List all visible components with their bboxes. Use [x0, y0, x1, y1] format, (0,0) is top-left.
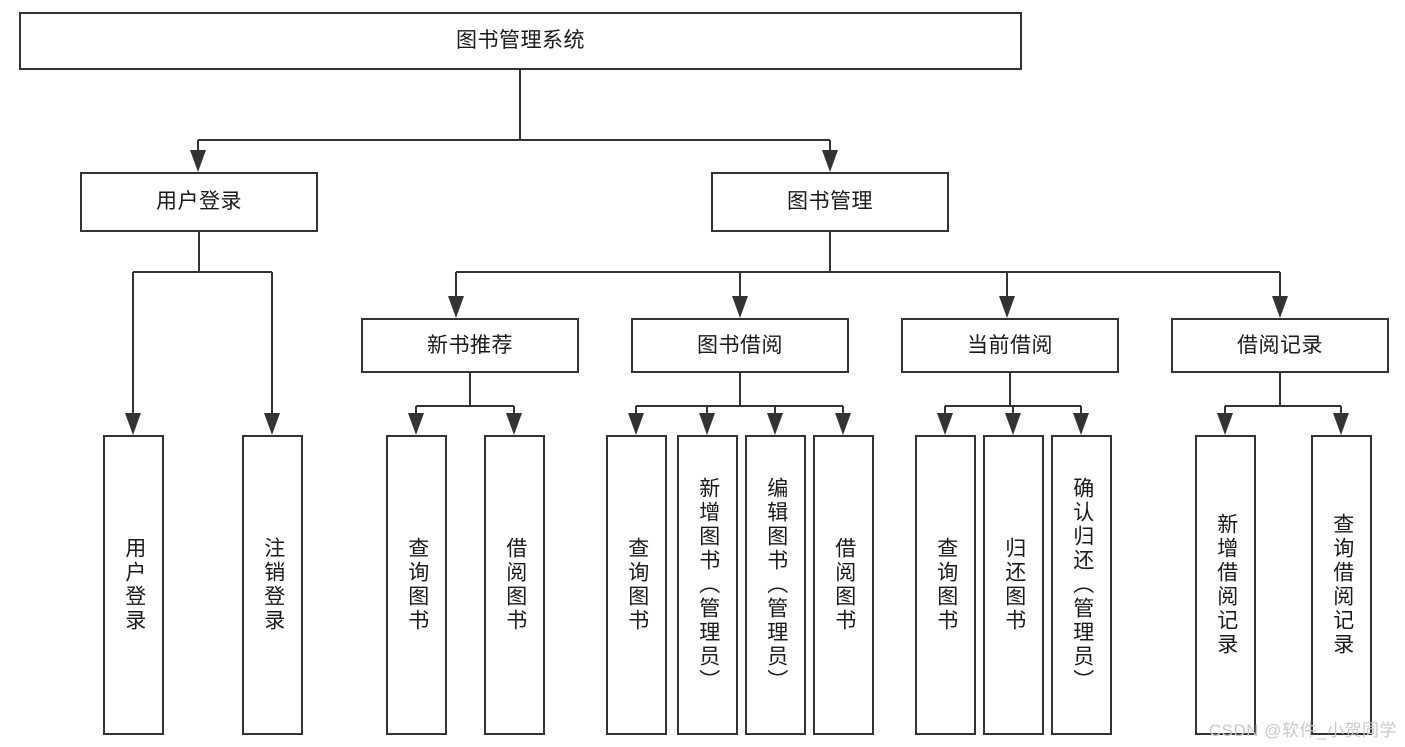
arrowhead-icon	[506, 413, 522, 435]
level3-node-borrow-record[interactable]: 借阅记录	[1171, 318, 1389, 373]
arrowhead-icon	[408, 413, 424, 435]
arrowhead-icon	[699, 413, 715, 435]
node-label: 新增借阅记录	[1214, 513, 1238, 657]
arrowhead-icon	[1333, 413, 1349, 435]
arrowhead-icon	[999, 296, 1015, 318]
arrowhead-icon	[448, 296, 464, 318]
arrowhead-icon	[190, 150, 206, 172]
node-label: 图书管理系统	[456, 29, 585, 53]
leaf-node-leaf-confirm-return[interactable]: 确认归还（管理员）	[1051, 435, 1112, 735]
node-label: 图书管理	[787, 190, 873, 214]
leaf-node-leaf-borrow-book-recommend[interactable]: 借阅图书	[484, 435, 545, 735]
arrowhead-icon	[835, 413, 851, 435]
arrowhead-icon	[732, 296, 748, 318]
node-label: 新书推荐	[427, 333, 513, 357]
csdn-watermark: CSDN @软件_小贺同学	[1208, 721, 1397, 740]
node-label: 查询图书	[625, 537, 649, 633]
arrowhead-icon	[822, 150, 838, 172]
arrowhead-icon	[628, 413, 644, 435]
node-label: 注销登录	[261, 537, 285, 633]
node-label: 用户登录	[122, 537, 146, 633]
node-label: 归还图书	[1002, 537, 1026, 633]
leaf-node-leaf-return-book[interactable]: 归还图书	[983, 435, 1044, 735]
node-label: 借阅图书	[503, 537, 527, 633]
node-label: 图书借阅	[697, 333, 783, 357]
leaf-node-leaf-query-book-current[interactable]: 查询图书	[915, 435, 976, 735]
node-label: 当前借阅	[967, 333, 1053, 357]
leaf-node-leaf-query-book-recommend[interactable]: 查询图书	[386, 435, 447, 735]
arrowhead-icon	[1272, 296, 1288, 318]
node-label: 查询借阅记录	[1330, 513, 1354, 657]
leaf-node-leaf-add-borrow-record[interactable]: 新增借阅记录	[1195, 435, 1256, 735]
connector-arrowheads	[125, 150, 1349, 435]
leaf-node-leaf-edit-book[interactable]: 编辑图书（管理员）	[745, 435, 806, 735]
leaf-node-leaf-borrow-book[interactable]: 借阅图书	[813, 435, 874, 735]
level2-node-book-management[interactable]: 图书管理	[711, 172, 949, 232]
node-label: 查询图书	[934, 537, 958, 633]
arrowhead-icon	[937, 413, 953, 435]
node-label: 借阅图书	[832, 537, 856, 633]
arrowhead-icon	[264, 413, 280, 435]
node-label: 确认归还（管理员）	[1070, 477, 1094, 693]
leaf-node-leaf-query-borrow-record[interactable]: 查询借阅记录	[1311, 435, 1372, 735]
level3-node-current-borrow[interactable]: 当前借阅	[901, 318, 1119, 373]
node-label: 编辑图书（管理员）	[764, 477, 788, 693]
arrowhead-icon	[767, 413, 783, 435]
leaf-node-leaf-add-book[interactable]: 新增图书（管理员）	[677, 435, 738, 735]
leaf-node-leaf-logout-login[interactable]: 注销登录	[242, 435, 303, 735]
node-label: 用户登录	[156, 190, 242, 214]
node-label: 查询图书	[405, 537, 429, 633]
level3-node-book-borrow[interactable]: 图书借阅	[631, 318, 849, 373]
arrowhead-icon	[1073, 413, 1089, 435]
leaf-node-leaf-query-book-borrow[interactable]: 查询图书	[606, 435, 667, 735]
root-node-root[interactable]: 图书管理系统	[19, 12, 1022, 70]
arrowhead-icon	[1217, 413, 1233, 435]
level3-node-new-book-recommend[interactable]: 新书推荐	[361, 318, 579, 373]
arrowhead-icon	[1005, 413, 1021, 435]
node-label: 借阅记录	[1237, 333, 1323, 357]
arrowhead-icon	[125, 413, 141, 435]
level2-node-user-login[interactable]: 用户登录	[80, 172, 318, 232]
node-label: 新增图书（管理员）	[696, 477, 720, 693]
leaf-node-leaf-user-login[interactable]: 用户登录	[103, 435, 164, 735]
